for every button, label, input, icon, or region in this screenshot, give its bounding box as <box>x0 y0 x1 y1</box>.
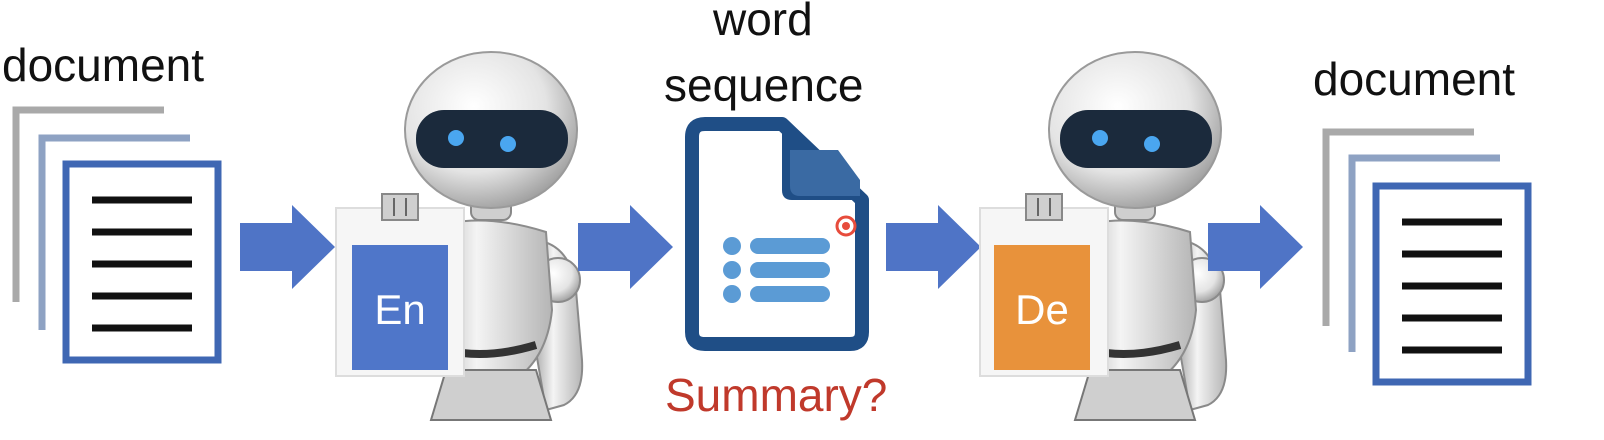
output-document-label: document <box>1313 53 1516 105</box>
decoder-clipboard-icon <box>979 193 1109 377</box>
input-document-stack-icon <box>12 106 222 364</box>
output-document-stack-icon <box>1322 128 1532 386</box>
sequence-label: sequence <box>664 59 864 111</box>
right-arrow-icon <box>240 205 335 289</box>
encoder-clipboard-icon <box>335 193 465 377</box>
right-arrow-icon <box>1208 205 1303 289</box>
right-arrow-icon <box>578 205 673 289</box>
word-label: word <box>713 0 813 45</box>
decoder-language-tag: De <box>1015 286 1069 333</box>
encoder-robot-icon <box>405 52 582 420</box>
right-arrow-icon <box>886 205 981 289</box>
decoder-robot-icon <box>1049 52 1226 420</box>
encoder-language-tag: En <box>374 286 425 333</box>
word-sequence-document-icon <box>685 117 869 351</box>
summary-label: Summary? <box>665 369 888 421</box>
input-document-label: document <box>2 39 205 91</box>
